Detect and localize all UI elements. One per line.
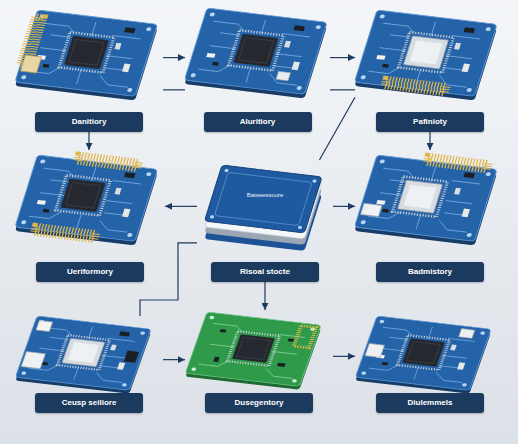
connector xyxy=(330,89,355,90)
connector xyxy=(163,57,185,58)
board-label: Pafinioty xyxy=(376,112,484,132)
board-card: Ueriformory xyxy=(15,150,165,282)
board-card: Danitiory xyxy=(15,8,163,132)
pcb-board xyxy=(14,316,152,394)
board-card: Ceusp seiliore xyxy=(15,316,163,413)
connector xyxy=(163,359,185,360)
connector xyxy=(163,89,185,90)
connector xyxy=(333,206,355,207)
stacked-module xyxy=(199,165,327,251)
board-label: Diulemmels xyxy=(376,393,484,413)
board-label: Badmistory xyxy=(376,262,484,282)
board-card: Badmistory xyxy=(355,150,505,282)
connector xyxy=(264,282,265,310)
connector xyxy=(88,132,89,150)
pcb-board xyxy=(353,10,498,100)
pcb-board xyxy=(14,10,159,100)
pcb-board xyxy=(14,150,160,245)
connector xyxy=(319,97,355,160)
board-card: Diulemmels xyxy=(355,316,505,413)
connector xyxy=(140,243,197,316)
board-card: BatseessoureRisoal stocte xyxy=(197,160,333,282)
pcb-board xyxy=(353,150,499,245)
pcb-board-green xyxy=(184,312,322,390)
board-label: Ceusp seiliore xyxy=(35,393,143,413)
board-label: Danitiory xyxy=(35,112,143,132)
board-card: Aluritiory xyxy=(185,8,330,132)
board-label: Aluritiory xyxy=(204,112,312,132)
connector xyxy=(333,356,355,357)
board-label: Risoal stocte xyxy=(211,262,319,282)
pcb-board xyxy=(354,316,492,394)
board-label: Ueriformory xyxy=(36,262,144,282)
board-card: Dusegentory xyxy=(185,310,333,413)
connector xyxy=(165,206,197,207)
connector xyxy=(429,132,430,150)
board-card: Pafinioty xyxy=(355,8,505,132)
connector xyxy=(330,57,355,58)
device-label: Batseessoure xyxy=(197,192,333,199)
board-label: Dusegentory xyxy=(205,393,313,413)
pcb-board xyxy=(183,8,328,98)
